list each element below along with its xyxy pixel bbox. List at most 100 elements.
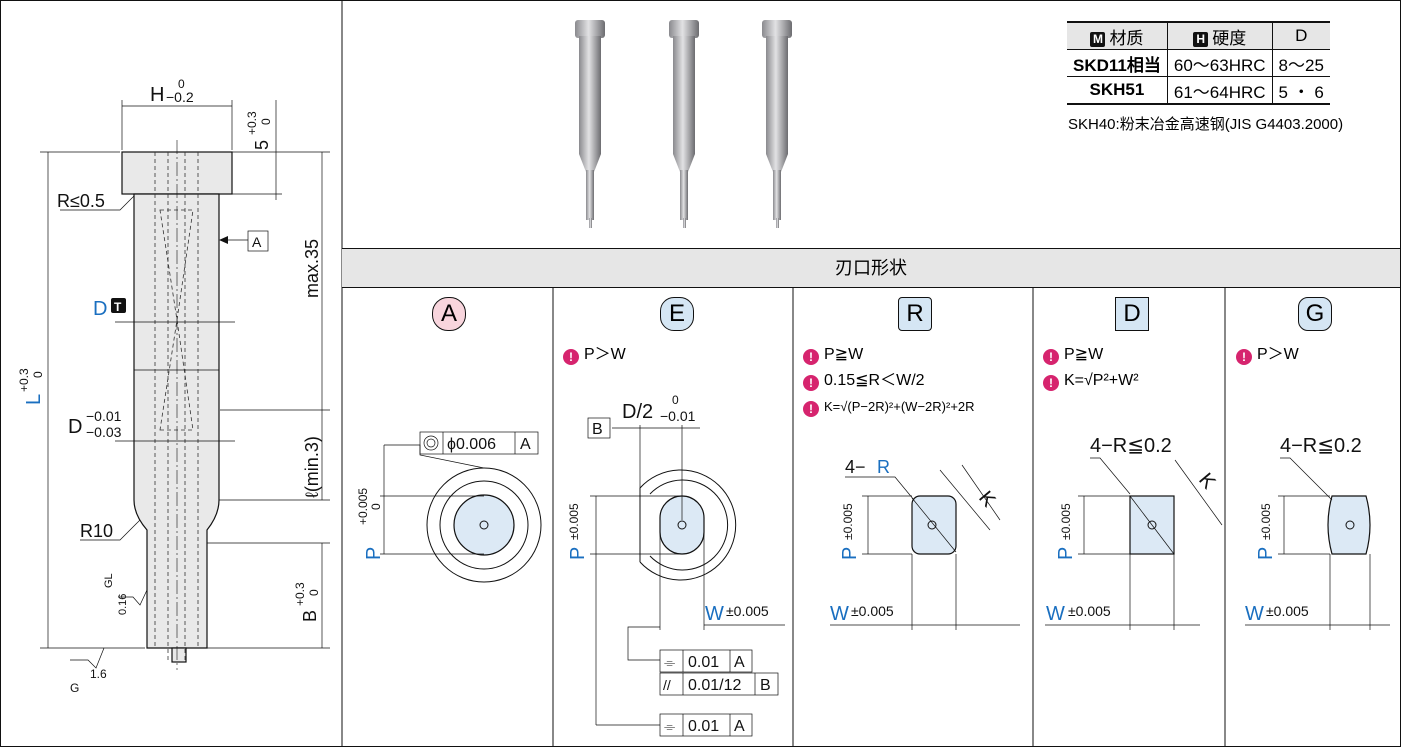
dim-h: H bbox=[150, 84, 164, 106]
roughness-016: 0.16 bbox=[117, 594, 129, 615]
dim-p-tol: ±0.005 bbox=[1059, 503, 1073, 540]
dim-r10: R10 bbox=[80, 521, 113, 541]
punch-side-view bbox=[40, 100, 330, 670]
shape-code-d: D bbox=[1115, 297, 1149, 331]
tol-symbol-symmetry: ⌯ bbox=[664, 718, 675, 734]
notes-d: !P≧W ! K=√P²+W² bbox=[1043, 342, 1139, 394]
caution-icon: ! bbox=[803, 375, 819, 391]
table-row: SKH51 61～64HRC 5 ・ 6 bbox=[1067, 76, 1330, 104]
tol-value: 0.01 bbox=[688, 718, 719, 735]
dim-corner-r: 4−R≦0.2 bbox=[1090, 435, 1172, 457]
cell-d: 5 ・ 6 bbox=[1271, 76, 1330, 104]
dim-k: K bbox=[974, 487, 1000, 512]
dim-k: K bbox=[1194, 469, 1220, 494]
dim-h-upper: 0 bbox=[178, 77, 185, 91]
dim-d2: D bbox=[68, 416, 82, 438]
dim-w-tol: ±0.005 bbox=[1068, 603, 1111, 619]
note-item: !P≧W bbox=[1043, 342, 1139, 368]
table-row: SKD11相当 60～63HRC 8～25 bbox=[1067, 49, 1330, 77]
caution-icon: ! bbox=[1236, 349, 1252, 365]
dim-d: D bbox=[93, 298, 107, 320]
note-item: !0.15≦R＜W/2 bbox=[803, 368, 975, 394]
note-text: K=√(P−2R)²+(W−2R)²+2R bbox=[824, 399, 975, 414]
dim-p: P bbox=[1055, 547, 1077, 560]
tol-datum: A bbox=[520, 436, 531, 453]
cell-hardness: 61～64HRC bbox=[1166, 76, 1273, 104]
dim-p-lower: 0 bbox=[369, 503, 383, 510]
dim-p-tol: ±0.005 bbox=[567, 503, 581, 540]
dim-w-tol: ±0.005 bbox=[726, 603, 769, 619]
dim-r-head: R≤0.5 bbox=[57, 191, 105, 211]
tol-symbol-symmetry: ⌯ bbox=[664, 654, 675, 670]
datum-b: B bbox=[592, 421, 603, 438]
note-text: P≧W bbox=[824, 346, 864, 363]
shape-r-drawing bbox=[830, 464, 1020, 630]
dim-b: B bbox=[300, 610, 320, 622]
note-item: !P＞W bbox=[563, 342, 626, 368]
cell-material: SKH51 bbox=[1089, 80, 1145, 99]
shape-code-g: G bbox=[1298, 297, 1332, 331]
notes-g: ! P＞W bbox=[1236, 342, 1299, 368]
tol-datum: A bbox=[734, 654, 745, 671]
caution-icon: ! bbox=[563, 349, 579, 365]
cell-d: 8～25 bbox=[1271, 49, 1330, 77]
dim-w-tol: ±0.005 bbox=[1266, 603, 1309, 619]
dim-p: P bbox=[839, 547, 861, 560]
dim-w: W bbox=[1245, 603, 1264, 625]
notes-e: !P＞W bbox=[563, 342, 626, 368]
section-header: 刃口形状 bbox=[342, 248, 1400, 288]
dim-p: P bbox=[363, 547, 385, 560]
shape-a-drawing bbox=[380, 431, 542, 583]
dim-d-half-lower: −0.01 bbox=[660, 408, 696, 424]
dim-p-tol: ±0.005 bbox=[1259, 503, 1273, 540]
material-note: SKH40:粉末冶金高速钢(JIS G4403.2000) bbox=[1068, 116, 1344, 133]
dim-l-min: ℓ(min.3) bbox=[302, 436, 322, 498]
hardness-badge-icon: H bbox=[1193, 31, 1209, 47]
datum-a: A bbox=[252, 234, 262, 250]
dim-l: L bbox=[23, 394, 45, 405]
dim-r: R bbox=[877, 457, 890, 477]
dim-d-half: D/2 bbox=[622, 401, 653, 423]
header-label: 材质 bbox=[1109, 28, 1144, 48]
roughness-g: G bbox=[70, 681, 79, 695]
tol-value: 0.01 bbox=[688, 654, 719, 671]
header-label: 硬度 bbox=[1212, 28, 1247, 48]
roughness-16: 1.6 bbox=[90, 667, 107, 681]
dim-d-half-upper: 0 bbox=[672, 393, 679, 407]
note-item: ! P＞W bbox=[1236, 342, 1299, 368]
note-text: P＞W bbox=[1257, 346, 1299, 363]
note-item: ! K=√(P−2R)²+(W−2R)²+2R bbox=[803, 394, 975, 420]
tol-symbol-parallel: // bbox=[663, 677, 671, 693]
caution-icon: ! bbox=[1043, 375, 1059, 391]
dim-d2-lower: −0.03 bbox=[86, 424, 122, 440]
dim-p: P bbox=[1255, 547, 1277, 560]
dim-r-count: 4− bbox=[845, 457, 866, 477]
t-badge-text: T bbox=[114, 300, 122, 314]
caution-icon: ! bbox=[803, 349, 819, 365]
note-item: ! P≧W bbox=[803, 342, 975, 368]
tol-concentricity-value: ϕ0.006 bbox=[447, 436, 496, 453]
dim-p: P bbox=[567, 547, 589, 560]
dim-l-upper: +0.3 bbox=[17, 368, 31, 392]
dim-l-lower: 0 bbox=[31, 371, 45, 378]
shape-code-r: R bbox=[898, 297, 932, 331]
tol-value: 0.01/12 bbox=[688, 677, 741, 694]
note-text: K=√P²+W² bbox=[1064, 372, 1139, 389]
material-badge-icon: M bbox=[1090, 31, 1106, 47]
caution-icon: ! bbox=[803, 401, 819, 417]
shape-e-drawing bbox=[587, 417, 785, 737]
shape-d-drawing bbox=[1045, 457, 1223, 630]
cell-hardness: 60～63HRC bbox=[1166, 49, 1273, 77]
dim-w-tol: ±0.005 bbox=[851, 603, 894, 619]
dim-w: W bbox=[1046, 603, 1065, 625]
dim-w: W bbox=[830, 603, 849, 625]
caution-icon: ! bbox=[1043, 349, 1059, 365]
tol-datum: B bbox=[760, 677, 771, 694]
dim-max35: max.35 bbox=[302, 239, 322, 298]
roughness-gl: GL bbox=[103, 573, 115, 588]
